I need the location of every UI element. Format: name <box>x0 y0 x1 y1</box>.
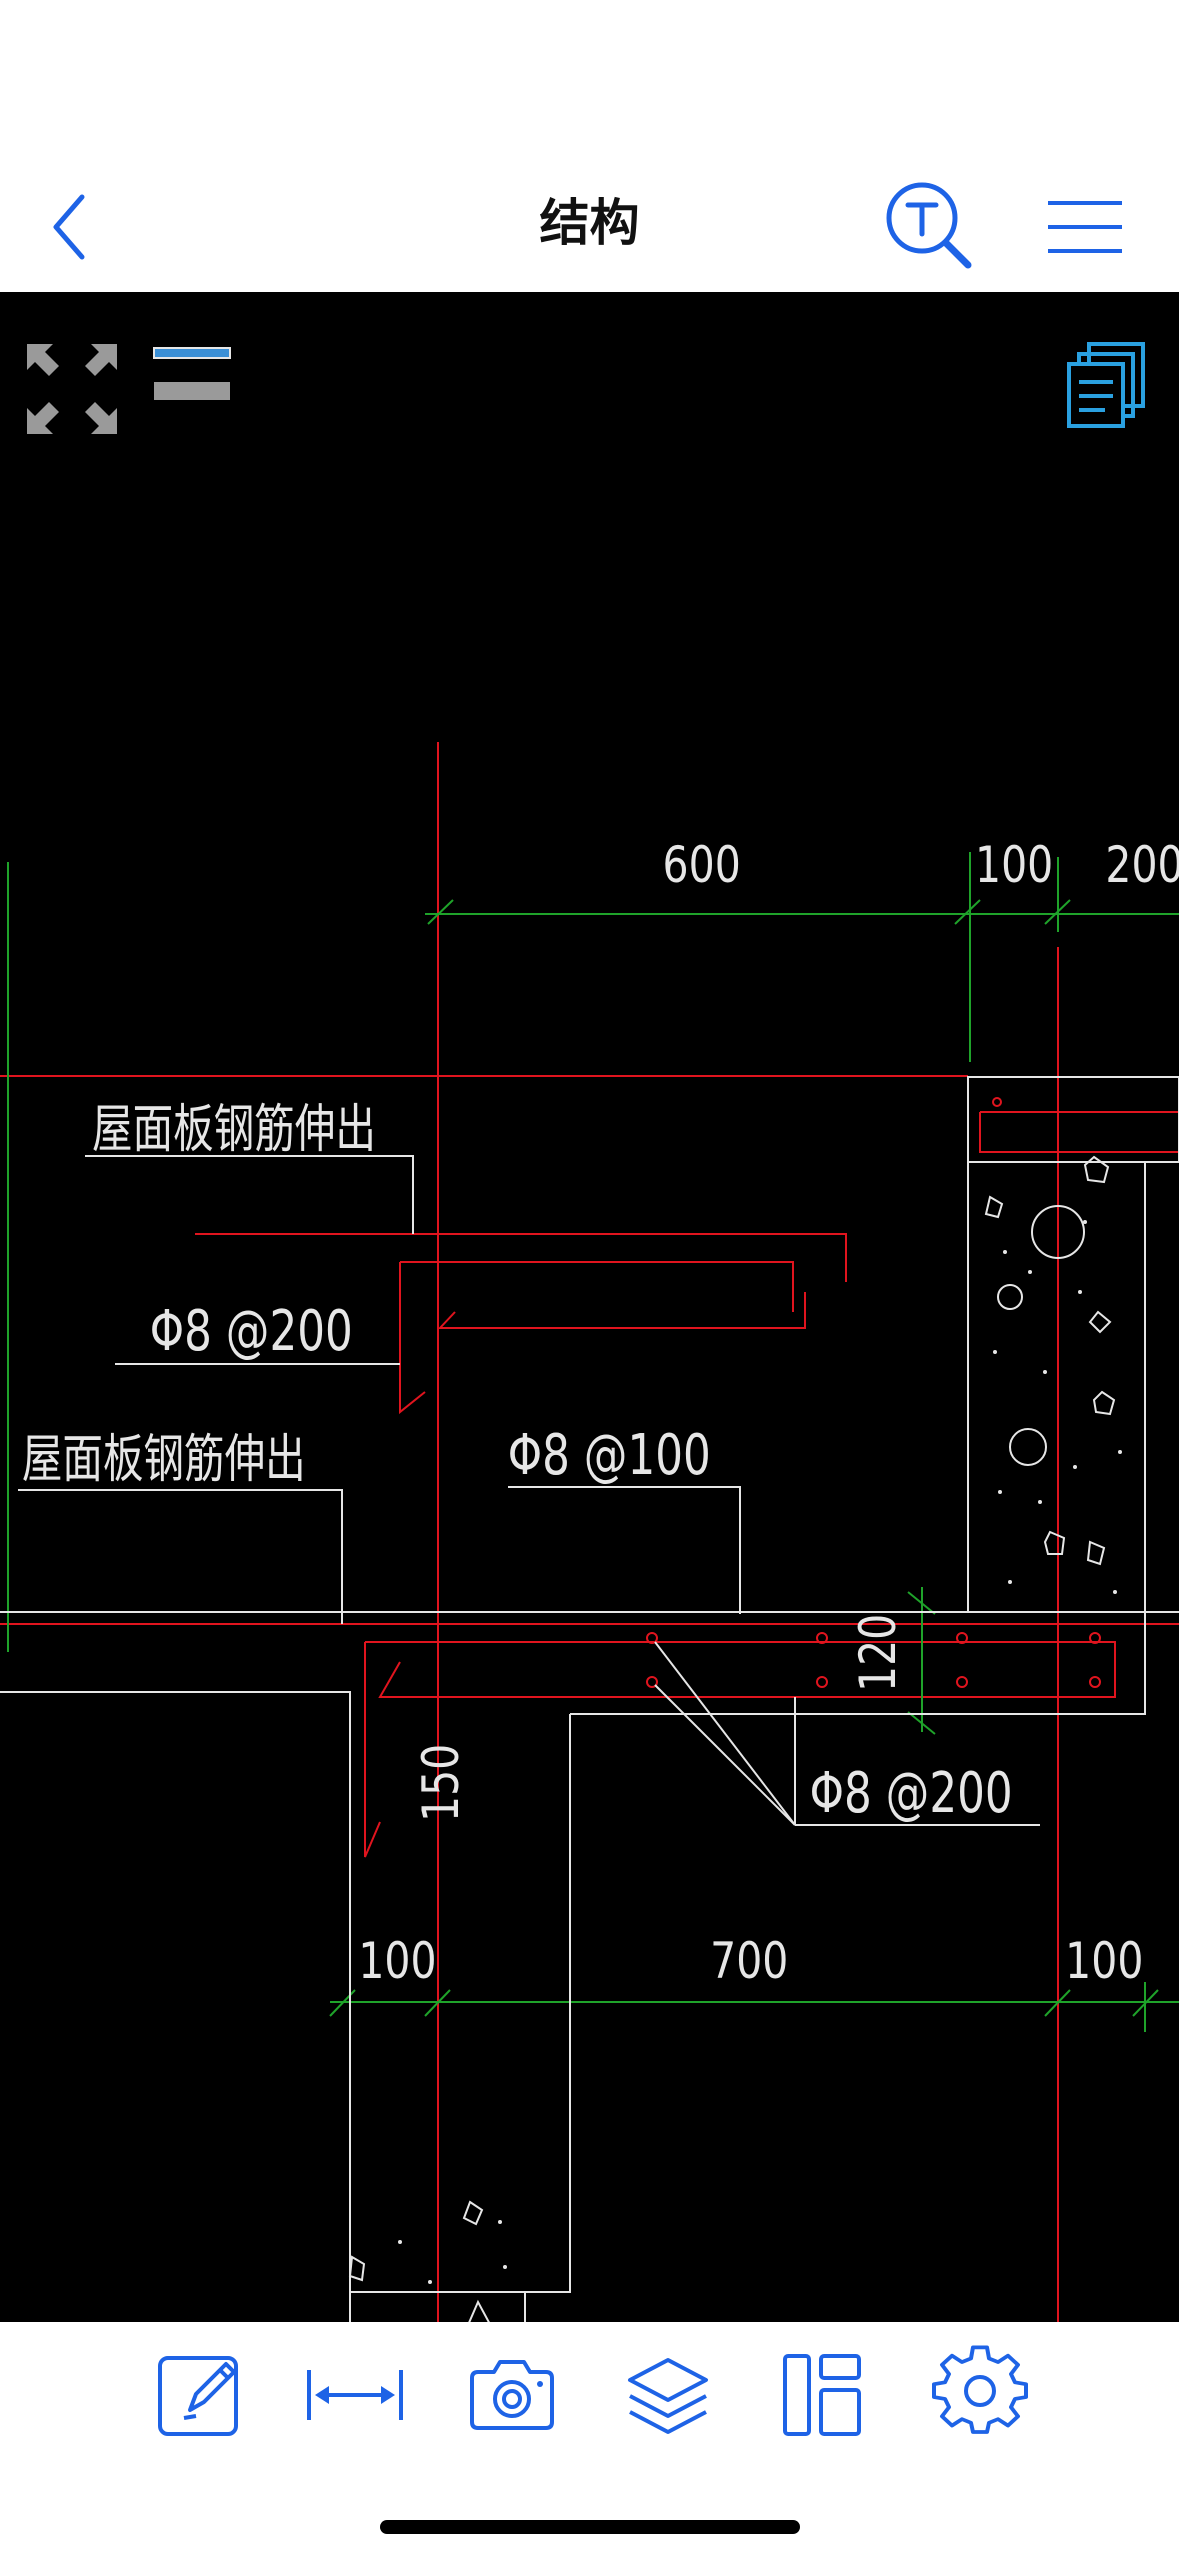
fullscreen-button[interactable] <box>25 342 119 436</box>
layers-icon <box>628 2358 708 2434</box>
dimension-text: 100 <box>358 1932 436 1990</box>
measure-distance-icon <box>307 2370 403 2420</box>
annotate-button[interactable] <box>150 2344 250 2444</box>
measure-button[interactable] <box>305 2344 405 2444</box>
layout-panels-icon <box>783 2354 861 2436</box>
annotation-rebar-spec: Φ8 @200 <box>150 1298 353 1364</box>
expand-arrows-icon <box>27 344 117 434</box>
camera-icon <box>470 2360 554 2430</box>
layers-button[interactable] <box>618 2344 718 2444</box>
axis-lines <box>0 742 1179 2322</box>
line-weight-icon <box>153 347 231 400</box>
top-nav-bar: 结构 <box>0 0 1179 292</box>
annotation-slab-rebar: 屋面板钢筋伸出 <box>92 1099 376 1159</box>
text-search-icon <box>886 182 972 269</box>
annotation-rebar-spec: Φ8 @100 <box>508 1422 711 1488</box>
dimension-text: 200 <box>1105 836 1179 894</box>
dimension-text: 100 <box>1065 1932 1143 1990</box>
camera-button[interactable] <box>462 2344 562 2444</box>
menu-button[interactable] <box>1040 195 1130 259</box>
layout-button[interactable] <box>775 2344 875 2444</box>
bottom-toolbar <box>0 2322 1179 2556</box>
home-indicator <box>380 2520 800 2534</box>
cad-drawing: 600 100 200 100 700 100 150 120 屋面板钢筋伸出 … <box>0 742 1179 2322</box>
line-weight-button[interactable] <box>152 342 232 412</box>
dimension-text-vertical: 150 <box>412 1744 470 1822</box>
dimension-text: 100 <box>975 836 1053 894</box>
edit-pencil-icon <box>158 2356 238 2436</box>
dimension-text: 600 <box>663 836 741 894</box>
cad-drawing-canvas[interactable]: 600 100 200 100 700 100 150 120 屋面板钢筋伸出 … <box>0 292 1179 2322</box>
annotation-rebar-spec: Φ8 @200 <box>810 1760 1013 1826</box>
aggregate-dots <box>398 1220 1122 2284</box>
dimension-text-vertical: 120 <box>849 1614 907 1692</box>
text-search-button[interactable] <box>880 178 980 278</box>
settings-button[interactable] <box>930 2344 1030 2444</box>
chevron-left-icon <box>53 194 85 260</box>
annotation-slab-rebar: 屋面板钢筋伸出 <box>22 1429 306 1489</box>
dimension-lines <box>7 852 1179 2032</box>
back-button[interactable] <box>40 185 110 265</box>
structure-outlines <box>0 1076 1179 2322</box>
sheets-button[interactable] <box>1065 340 1150 432</box>
hamburger-menu-icon <box>1048 201 1122 253</box>
dimension-text: 700 <box>710 1932 788 1990</box>
document-stack-icon <box>1067 342 1145 428</box>
settings-gear-icon <box>932 2345 1028 2434</box>
page-title: 结构 <box>539 194 640 252</box>
